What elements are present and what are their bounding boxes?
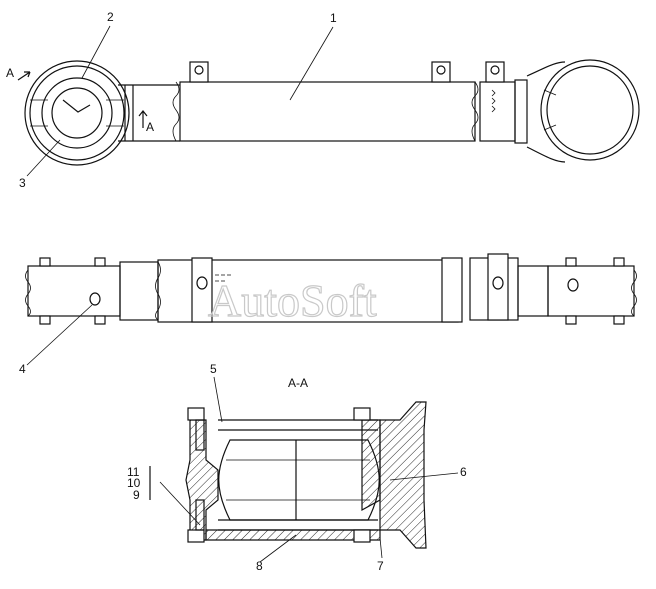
side-view [25,253,637,325]
view-arrow-label: A [6,66,14,80]
callout-8: 8 [256,559,263,573]
callout-4: 4 [19,362,26,376]
callout-6: 6 [460,465,467,479]
callout-7: 7 [377,559,384,573]
callout-3: 3 [19,176,26,190]
leader-lines [26,25,459,563]
callout-10: 10 [127,476,141,490]
section-arrow-label: A [146,120,154,134]
section-title: A-A [288,376,308,390]
callout-9: 9 [133,488,140,502]
callout-11: 11 [127,465,140,479]
section-view [149,401,427,549]
callout-1: 1 [330,11,337,25]
callout-2: 2 [107,10,114,24]
callout-5: 5 [210,362,217,376]
watermark: AutoSoft [208,275,377,326]
top-view [17,59,640,166]
